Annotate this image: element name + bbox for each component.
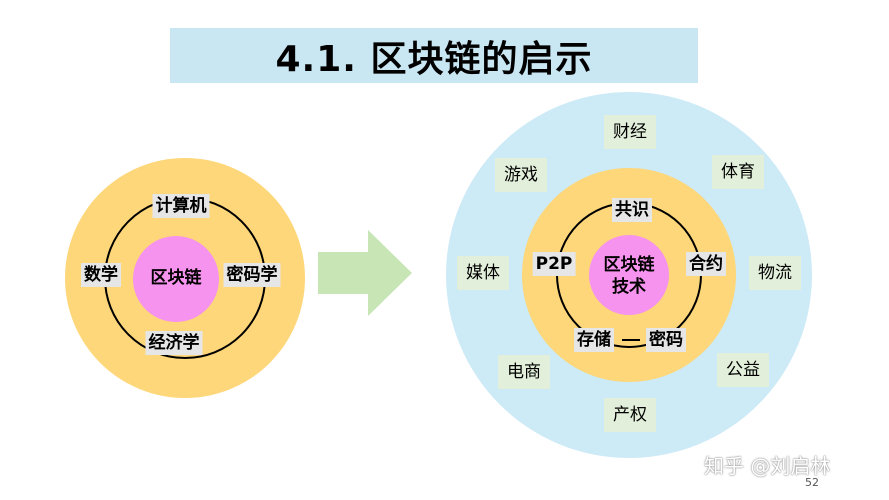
watermark: 知乎 @刘启林 [704,454,831,478]
label-crypto: 密码 [646,328,686,352]
label-computer: 计算机 [152,194,210,218]
box-property-rights: 产权 [604,398,656,432]
box-logistics: 物流 [749,256,801,290]
label-math: 数学 [81,263,121,287]
page-title: 4.1. 区块链的启示 [275,38,593,80]
left-center-label: 区块链 [150,268,202,288]
label-contract: 合约 [686,252,726,276]
box-sports: 体育 [712,155,764,189]
box-finance: 财经 [604,115,656,149]
left-center-circle [133,236,219,322]
box-games: 游戏 [495,158,547,192]
right-center-circle [589,235,669,315]
label-storage: 存储 [574,328,614,352]
right-center-line1: 区块链 [603,255,655,275]
right-center-line2: 技术 [612,277,646,297]
label-economics: 经济学 [145,331,203,355]
box-ecommerce: 电商 [498,355,550,389]
box-media: 媒体 [457,256,509,290]
page-number: 52 [805,476,819,489]
label-consensus: 共识 [612,198,652,222]
right-center-label: 区块链 技术 [604,254,655,298]
title-banner: 4.1. 区块链的启示 [170,28,698,83]
right-arrow-icon [318,230,412,316]
box-charity: 公益 [717,353,769,387]
label-p2p: P2P [532,252,576,276]
label-cryptography: 密码学 [223,263,281,287]
